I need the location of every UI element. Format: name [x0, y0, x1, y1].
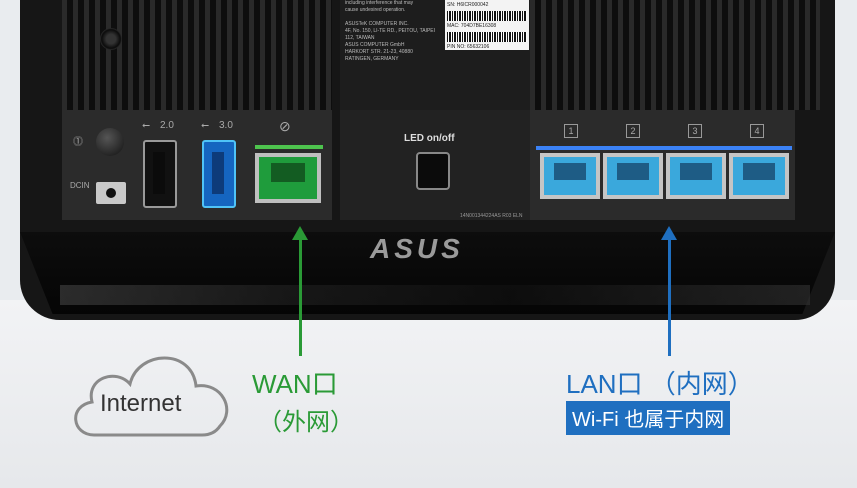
lan-port-number: 3 — [688, 124, 702, 138]
background — [0, 300, 857, 488]
sticker-mac: MAC: 704D7BE16308 — [447, 23, 497, 29]
wan-strip — [255, 145, 323, 149]
lan-arrow — [668, 238, 671, 356]
lan-port-number: 4 — [750, 124, 764, 138]
lan-arrow-head — [661, 226, 677, 240]
usb-icon: ⭠ — [142, 120, 150, 131]
dc-in-jack — [96, 182, 126, 204]
vent-left — [62, 0, 332, 110]
serial-sticker: SN: H6ICR000042 MAC: 704D7BE16308 PIN NO… — [445, 0, 529, 50]
regulatory-text: including interference that may cause un… — [345, 0, 436, 62]
usb3-label: 3.0 — [219, 120, 233, 131]
led-label: LED on/off — [404, 133, 455, 144]
lan-port-3 — [666, 153, 726, 199]
usb2-label: 2.0 — [160, 120, 174, 131]
base-reflection — [60, 285, 810, 305]
lan-port-number: 2 — [626, 124, 640, 138]
cloud-icon — [74, 356, 229, 437]
led-button — [416, 152, 450, 190]
barcode — [447, 32, 527, 42]
power-icon: ⓵ — [73, 137, 83, 148]
power-button — [96, 128, 124, 156]
lan-port-1 — [540, 153, 600, 199]
wan-arrow-head — [292, 226, 308, 240]
wan-port — [255, 153, 321, 203]
dcin-label: DCIN — [70, 181, 90, 190]
globe-icon: ⊘ — [279, 118, 291, 134]
wan-arrow — [299, 238, 302, 356]
usb2-port — [143, 140, 177, 208]
lan-port-4 — [729, 153, 789, 199]
lan-port-number: 1 — [564, 124, 578, 138]
internet-label: Internet — [100, 390, 182, 417]
sticker-pin: PIN NO: 65632106 — [447, 44, 490, 50]
lan-port-2 — [603, 153, 663, 199]
usb3-port — [202, 140, 236, 208]
usb-icon: ⭠ — [201, 120, 209, 131]
serial-text: 14N001344224AS R03 ELN — [460, 213, 523, 219]
wan-subtitle: （外网） — [258, 409, 354, 436]
lan-title: LAN口 （内网） — [566, 369, 754, 399]
barcode — [447, 11, 527, 21]
vent-right — [530, 0, 820, 110]
lan-strip — [536, 146, 792, 150]
wan-title: WAN口 — [252, 369, 338, 399]
sticker-sn: SN: H6ICR000042 — [447, 2, 489, 8]
lan-subtitle: Wi-Fi 也属于内网 — [566, 401, 731, 435]
antenna-connector — [100, 28, 122, 50]
brand-logo: ASUS — [370, 233, 464, 264]
